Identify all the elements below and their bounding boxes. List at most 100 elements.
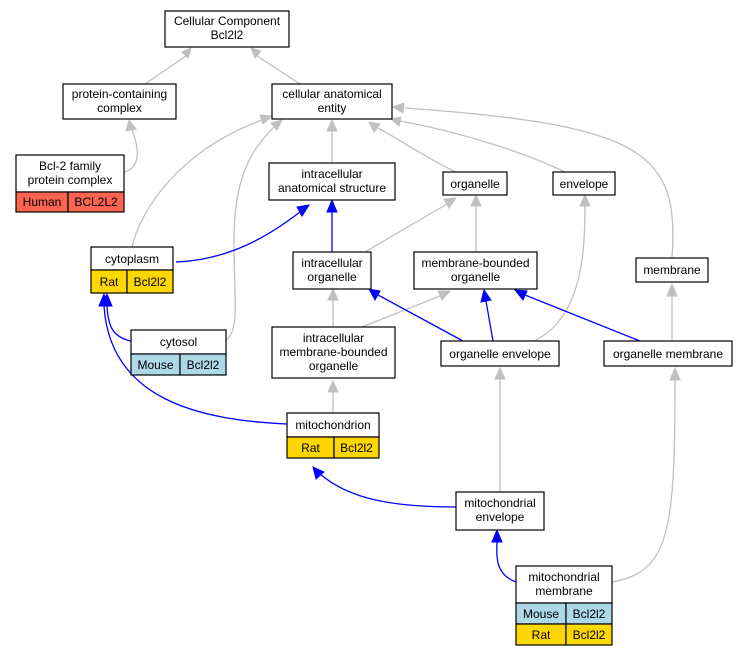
node-label: entity (318, 101, 347, 115)
arrowhead (270, 119, 283, 131)
arrowhead (391, 102, 405, 114)
edge-oe-part-of-io (377, 294, 464, 342)
arrowhead (579, 193, 591, 207)
species-label: Mouse (523, 607, 559, 621)
node-membrane[interactable]: membrane (635, 257, 709, 283)
arrowhead (666, 282, 678, 297)
node-mitochondrion[interactable]: mitochondrion Rat Bcl2l2 (286, 412, 380, 459)
node-label: membrane-bounded (421, 256, 529, 270)
edge-organelle-to-cae (377, 127, 457, 173)
node-bcl2-family-protein-complex[interactable]: Bcl-2 family protein complex Human BCL2L… (15, 154, 125, 213)
node-label: Bcl2l2 (211, 28, 244, 42)
arrowhead (296, 204, 311, 217)
node-label: organelle (309, 359, 359, 373)
edge-mm-part-of-me (496, 541, 517, 583)
node-membrane-bounded-organelle[interactable]: membrane-bounded organelle (413, 251, 538, 290)
arrowhead (98, 292, 110, 307)
node-label: complex (97, 101, 142, 115)
node-label: protein complex (28, 173, 113, 187)
edge-envelope-to-cae (399, 120, 566, 173)
arrowhead (250, 47, 262, 59)
edge-om-part-of-mbo (524, 294, 641, 342)
gene-badge-mouse (179, 353, 227, 376)
node-label: mitochondrial (528, 570, 599, 584)
node-label: mitochondrial (464, 496, 535, 510)
node-organelle-envelope[interactable]: organelle envelope (440, 340, 560, 367)
node-organelle[interactable]: organelle (442, 171, 508, 196)
node-label: membrane (535, 584, 593, 598)
node-cellular-component-root[interactable]: Cellular Component Bcl2l2 (164, 10, 290, 48)
edge-oe-to-envelope (531, 204, 586, 343)
edge-cytoplasm-part-of-ias (175, 211, 301, 263)
gene-badge-human (67, 191, 125, 213)
gene-label: Bcl2l2 (573, 628, 606, 642)
node-label: envelope (476, 510, 525, 524)
node-label: organelle membrane (613, 347, 723, 361)
arrowhead (327, 379, 339, 393)
nodes: Cellular Component Bcl2l2 protein-contai… (15, 10, 733, 646)
node-label: anatomical structure (278, 181, 386, 195)
edge-mm-to-om (611, 379, 676, 583)
edge-cytosol-to-cae (225, 125, 276, 341)
node-label: mitochondrion (295, 418, 370, 432)
species-label: Mouse (137, 358, 173, 372)
node-intracellular-anatomical-structure[interactable]: intracellular anatomical structure (268, 162, 396, 201)
arrowhead (312, 466, 325, 480)
node-label: intracellular (301, 256, 362, 270)
edge-oe-part-of-mbo (485, 300, 494, 342)
arrowhead (259, 114, 274, 125)
node-intracellular-organelle[interactable]: intracellular organelle (292, 251, 372, 290)
edge-bcl2-to-protein-complex (123, 129, 138, 173)
gene-label: Bcl2l2 (134, 275, 167, 289)
node-label: intracellular (301, 167, 362, 181)
arrowhead (437, 290, 452, 301)
edge-mito-part-of-cytoplasm (103, 305, 288, 425)
edge-cae-to-root (256, 55, 301, 85)
gene-label: Bcl2l2 (187, 358, 220, 372)
node-mitochondrial-membrane[interactable]: mitochondrial membrane Mouse Bcl2l2 Rat … (515, 565, 613, 646)
node-label: intracellular (303, 331, 364, 345)
node-cytosol[interactable]: cytosol Mouse Bcl2l2 (130, 329, 227, 376)
node-label: Cellular Component (174, 14, 281, 28)
arrowhead (389, 116, 402, 127)
arrowhead (326, 118, 338, 132)
node-label: envelope (560, 177, 609, 191)
node-label: cytoplasm (105, 252, 159, 266)
edges (98, 47, 681, 583)
node-mitochondrial-envelope[interactable]: mitochondrial envelope (455, 491, 545, 531)
node-intracellular-membrane-bounded-organelle[interactable]: intracellular membrane-bounded organelle (271, 326, 396, 379)
node-label: organelle (307, 270, 357, 284)
edge-io-to-organelle (364, 203, 448, 253)
arrowhead (368, 121, 381, 133)
node-envelope[interactable]: envelope (552, 171, 616, 196)
arrowhead (491, 528, 503, 543)
arrowhead (326, 198, 338, 213)
node-label: cytosol (160, 335, 197, 349)
gene-badge-rat (126, 269, 174, 294)
node-label: protein-containing (72, 87, 167, 101)
arrowhead (470, 193, 482, 207)
node-organelle-membrane[interactable]: organelle membrane (603, 340, 733, 367)
species-label: Rat (100, 275, 119, 289)
gene-label: Bcl2l2 (573, 607, 606, 621)
node-cytoplasm[interactable]: cytoplasm Rat Bcl2l2 (90, 246, 174, 294)
edge-imbo-to-mbo (361, 295, 441, 328)
node-cellular-anatomical-entity[interactable]: cellular anatomical entity (271, 83, 393, 120)
arrowhead (494, 366, 506, 380)
node-label: cellular anatomical (282, 87, 381, 101)
node-label: Bcl-2 family (39, 159, 101, 173)
arrowhead (480, 288, 492, 303)
edge-cytosol-part-of-cytoplasm (106, 305, 132, 342)
node-protein-containing-complex[interactable]: protein-containing complex (62, 83, 177, 120)
node-label: membrane (643, 263, 701, 277)
node-label: membrane-bounded (279, 345, 387, 359)
arrowhead (181, 47, 192, 59)
edge-membrane-to-cae (404, 107, 674, 258)
arrowhead (125, 118, 137, 132)
edge-me-part-of-mito (319, 473, 457, 508)
species-label: Rat (532, 628, 551, 642)
node-label: organelle (450, 177, 500, 191)
edge-protein-complex-to-root (144, 55, 187, 85)
arrowhead (327, 287, 339, 301)
